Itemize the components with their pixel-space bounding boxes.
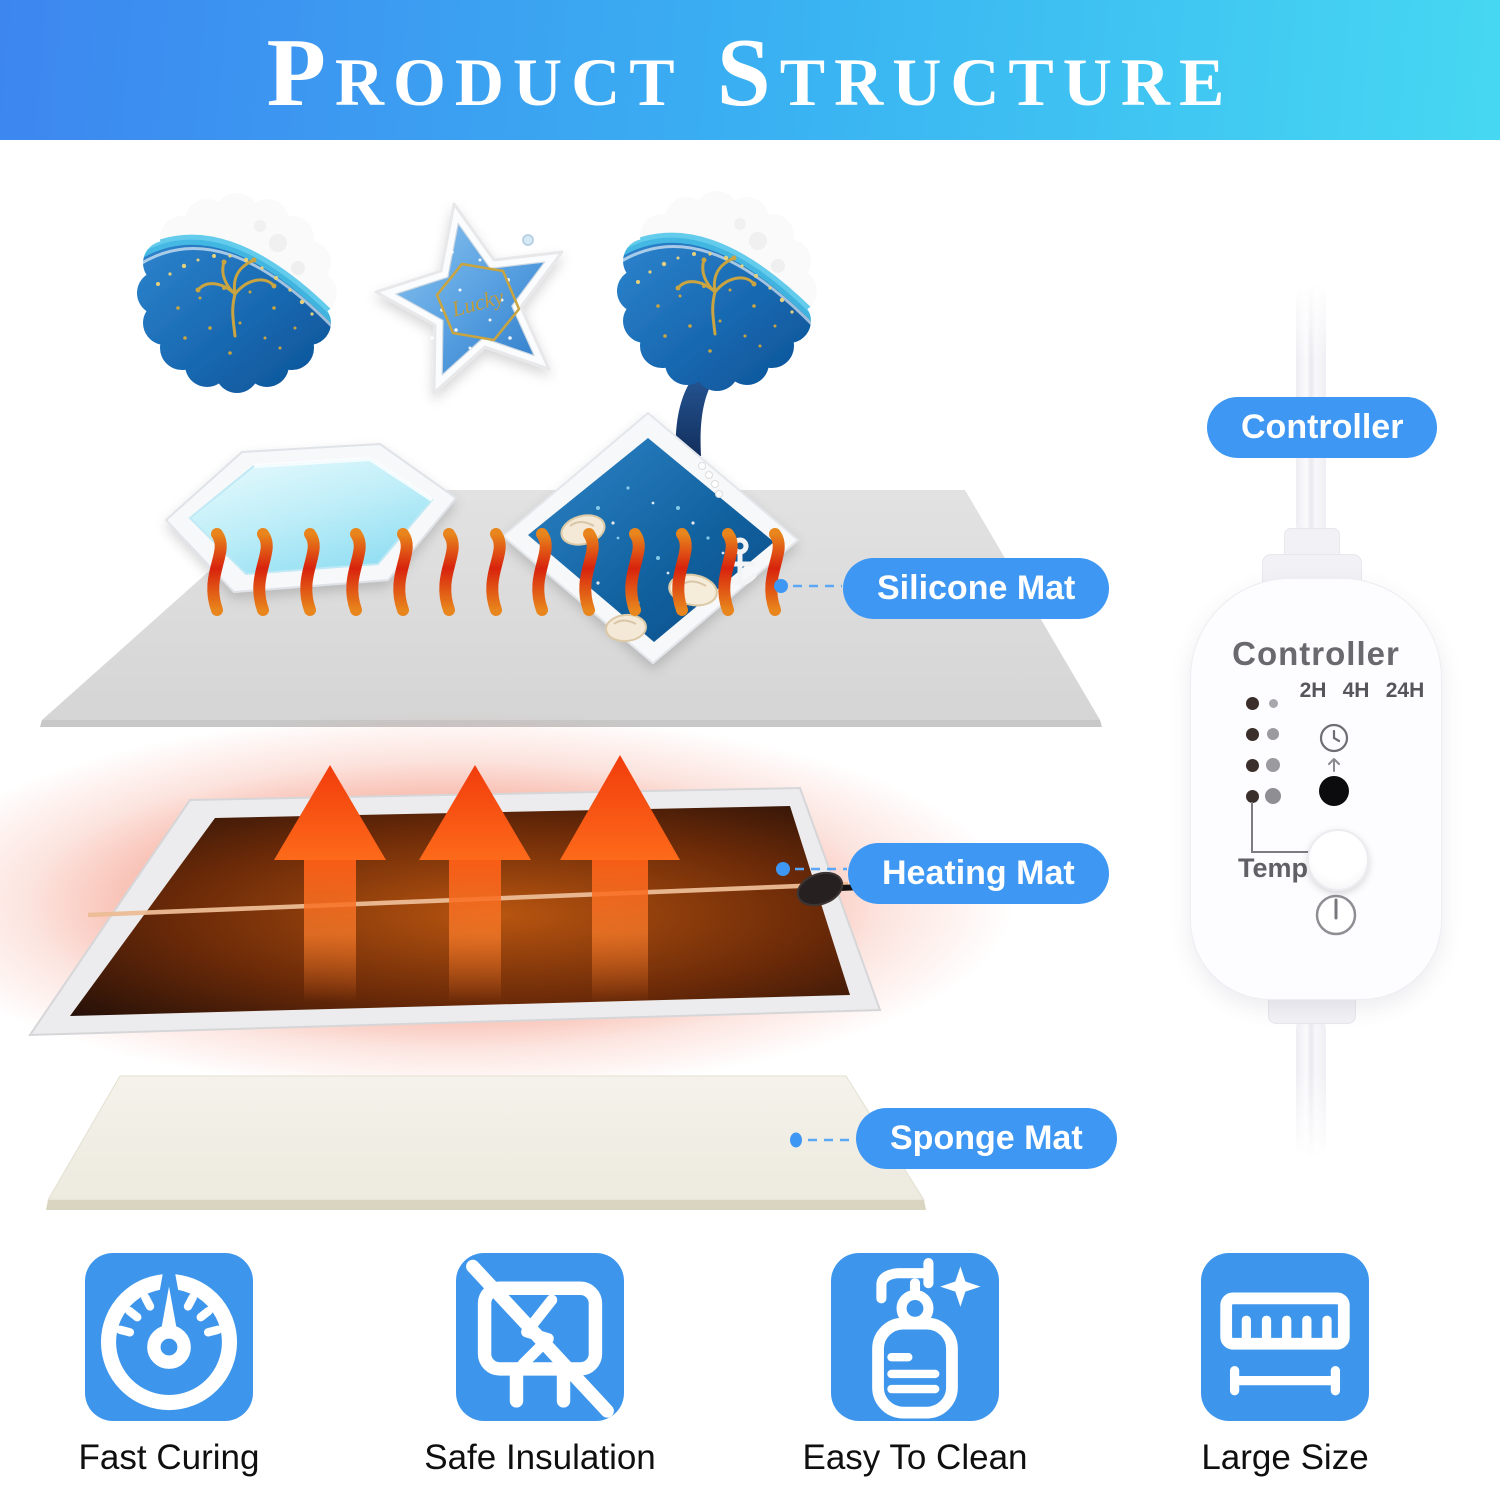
temp-label: Temp	[1237, 853, 1308, 883]
page-title: Product Structure	[266, 19, 1234, 126]
resin-coaster-left	[130, 183, 350, 418]
sponge-mat-layer	[46, 1075, 926, 1210]
timer-clock-icon	[1319, 723, 1349, 753]
controller-label-pill: Controller	[1207, 397, 1438, 458]
led-indicator	[1246, 759, 1259, 772]
no-shock-icon	[466, 1259, 614, 1418]
heat-waves	[207, 528, 785, 616]
power-button	[1315, 894, 1357, 936]
sparkle-icon	[940, 1266, 981, 1307]
resin-coaster-right	[610, 181, 830, 416]
silicone-mat-label-pill: Silicone Mat	[843, 558, 1110, 619]
led-indicator	[1269, 699, 1278, 708]
star-tray: Lucky	[374, 202, 564, 395]
spray-bottle-icon	[872, 1258, 981, 1419]
temp-indicator-line	[1251, 802, 1253, 853]
feature-label: Large Size	[1201, 1438, 1369, 1477]
timer-option-4h: 4H	[1342, 679, 1370, 702]
up-arrow-icon	[1328, 758, 1340, 772]
feature-card-safe-insulation	[456, 1253, 624, 1421]
feature-card-easy-to-clean	[831, 1253, 999, 1421]
device-title: Controller	[1232, 635, 1400, 672]
ruler-icon	[1220, 1292, 1350, 1396]
led-indicator	[1267, 728, 1279, 740]
led-indicator	[1265, 788, 1281, 804]
heat-arrows	[274, 755, 680, 1003]
controller-device: Controller 2H 4H 24H Temp	[1190, 578, 1442, 1000]
led-indicator	[1246, 697, 1259, 710]
feature-card-large-size	[1201, 1253, 1369, 1421]
hang-hole	[522, 234, 534, 246]
feature-label: Safe Insulation	[424, 1438, 656, 1477]
gauge-icon	[100, 1258, 238, 1411]
temp-indicator-line	[1251, 851, 1309, 853]
timer-option-2h: 2H	[1299, 679, 1327, 702]
header-banner: Product Structure	[0, 0, 1500, 140]
feature-label: Easy To Clean	[802, 1438, 1028, 1477]
heating-mat-layer	[0, 713, 1015, 1093]
temp-button	[1307, 829, 1369, 891]
led-indicator	[1266, 758, 1280, 772]
timer-option-24h: 24H	[1385, 679, 1425, 702]
led-indicator	[1246, 728, 1259, 741]
callout-connectors	[774, 579, 855, 1148]
heating-mat-label-pill: Heating Mat	[848, 843, 1109, 904]
set-button	[1319, 776, 1349, 806]
feature-card-fast-curing	[85, 1253, 253, 1421]
hexagon-tray	[164, 442, 458, 594]
led-indicator	[1246, 790, 1259, 803]
feature-label: Fast Curing	[78, 1438, 260, 1477]
mat-plug	[796, 871, 844, 907]
sponge-mat-label-pill: Sponge Mat	[856, 1108, 1117, 1169]
controller-cable-bottom	[1296, 1014, 1326, 1160]
